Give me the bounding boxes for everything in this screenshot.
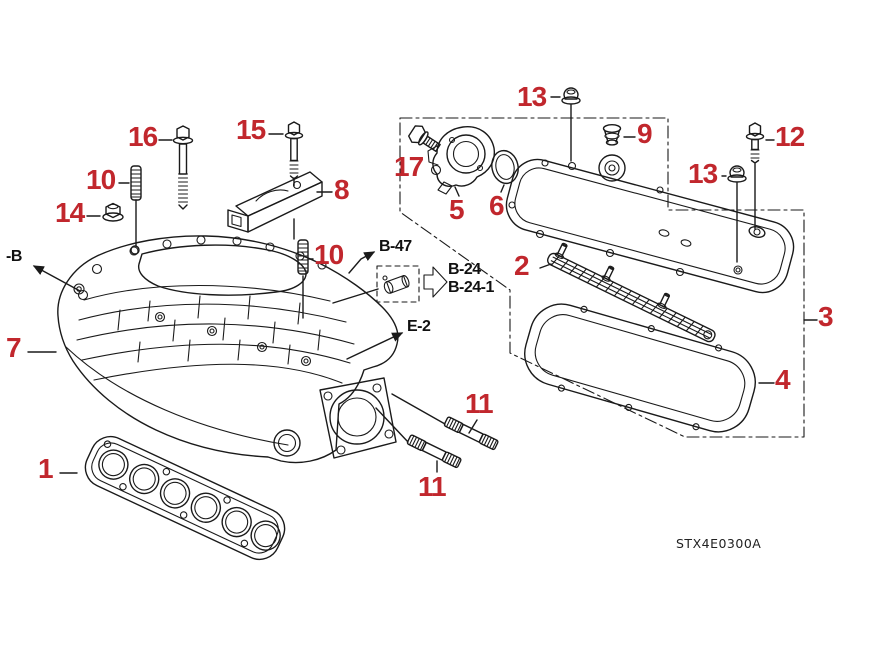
manifold-gasket-drawing	[84, 435, 286, 561]
callout-6: 6	[489, 190, 505, 221]
ref-label-b24-1: B-24-1	[448, 279, 494, 296]
callout-7: 7	[6, 332, 22, 363]
o-ring-drawing	[491, 149, 519, 185]
nut-13-lower-icon	[727, 165, 747, 183]
callout-11-upper: 11	[465, 388, 494, 419]
callout-16: 16	[128, 121, 158, 152]
group-3-boundary	[399, 117, 818, 438]
manifold-cover-drawing	[505, 154, 795, 294]
callout-13-lower: 13	[688, 158, 718, 189]
b24-outline-arrow	[423, 266, 448, 298]
b47-sensor-box	[376, 265, 420, 303]
callout-12: 12	[775, 121, 805, 152]
intake-manifold-drawing	[57, 235, 399, 464]
callout-15: 15	[236, 114, 266, 145]
stud-11-lower-icon	[406, 433, 463, 469]
callout-8: 8	[334, 174, 350, 205]
diagram-code: STX4E0300A	[676, 536, 762, 551]
callout-9: 9	[637, 118, 653, 149]
bolt-12-icon	[745, 122, 765, 164]
callout-3: 3	[818, 301, 834, 332]
nut-13-upper-icon	[561, 87, 581, 105]
ref-label-b47: B-47	[379, 238, 412, 255]
nut-14-icon	[102, 202, 124, 222]
callout-2: 2	[514, 250, 530, 281]
callout-1: 1	[38, 453, 54, 484]
bolt-17-icon	[408, 125, 441, 152]
callout-14: 14	[55, 197, 85, 228]
callout-10-lower: 10	[314, 239, 344, 270]
bolt-16-icon	[172, 125, 194, 210]
ref-label-b24: B-24	[448, 261, 481, 278]
callout-17: 17	[394, 151, 424, 182]
callout-11-lower: 11	[418, 471, 447, 502]
throttle-spacer-drawing	[427, 126, 496, 195]
ref-label-e2: E-2	[407, 318, 431, 335]
leader-lines	[27, 96, 775, 474]
reference-arrows	[32, 251, 404, 360]
cover-gasket-ring-drawing	[524, 303, 756, 433]
bracket-drawing	[227, 171, 323, 233]
callout-10-upper: 10	[86, 164, 116, 195]
grommet-9-icon	[602, 123, 622, 146]
callout-13-upper: 13	[517, 81, 547, 112]
ref-label-b: -B	[6, 248, 22, 265]
cover-gasket-strip-drawing	[547, 241, 716, 343]
callout-5: 5	[449, 194, 465, 225]
callout-4: 4	[775, 364, 791, 395]
stud-10-upper-icon	[130, 165, 142, 201]
bolt-15-icon	[284, 121, 304, 180]
stud-11-upper-icon	[443, 415, 500, 451]
